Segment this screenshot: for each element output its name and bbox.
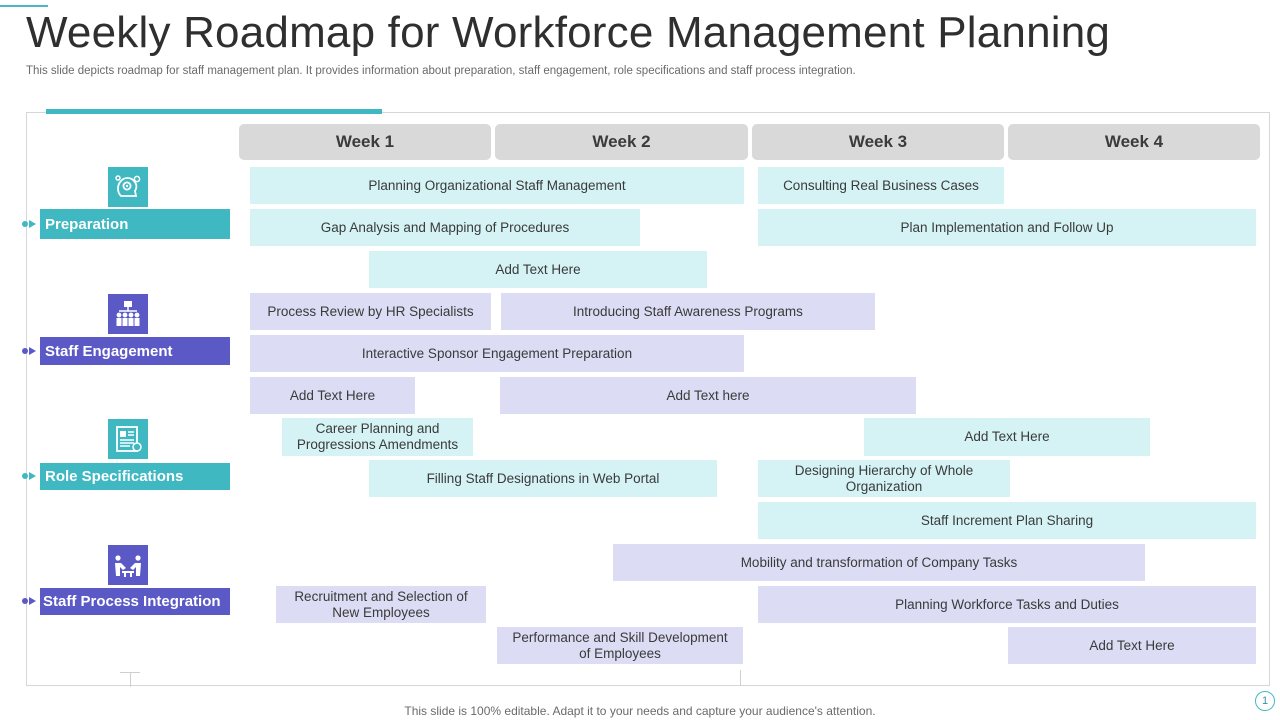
task-bar: Staff Increment Plan Sharing bbox=[758, 502, 1256, 539]
task-bar: Introducing Staff Awareness Programs bbox=[501, 293, 875, 330]
task-bar: Mobility and transformation of Company T… bbox=[613, 544, 1145, 581]
week-header-3: Week 3 bbox=[752, 124, 1004, 160]
category-label-staff-process-integration: Staff Process Integration bbox=[40, 588, 230, 615]
handshake-meeting-icon bbox=[108, 545, 148, 585]
task-bar: Filling Staff Designations in Web Portal bbox=[369, 460, 717, 497]
page-title: Weekly Roadmap for Workforce Management … bbox=[26, 8, 1111, 57]
task-bar: Add Text Here bbox=[864, 418, 1150, 456]
task-bar: Gap Analysis and Mapping of Procedures bbox=[250, 209, 640, 246]
document-report-icon bbox=[108, 419, 148, 459]
frame-bottom-tick bbox=[740, 670, 741, 686]
task-bar: Consulting Real Business Cases bbox=[758, 167, 1004, 204]
category-label-staff-engagement: Staff Engagement bbox=[40, 337, 230, 365]
category-marker-role-specifications bbox=[22, 472, 40, 480]
task-bar: Career Planning and Progressions Amendme… bbox=[282, 418, 473, 456]
page-subtitle: This slide depicts roadmap for staff man… bbox=[26, 65, 856, 77]
frame-accent-bar bbox=[46, 109, 382, 114]
task-bar: Add Text Here bbox=[250, 377, 415, 414]
footer-note: This slide is 100% editable. Adapt it to… bbox=[404, 704, 876, 718]
week-header-2: Week 2 bbox=[495, 124, 748, 160]
brain-gears-icon bbox=[108, 167, 148, 207]
task-bar: Process Review by HR Specialists bbox=[250, 293, 491, 330]
task-bar: Plan Implementation and Follow Up bbox=[758, 209, 1256, 246]
page-number: 1 bbox=[1255, 691, 1275, 711]
category-label-role-specifications: Role Specifications bbox=[40, 463, 230, 490]
category-marker-staff-process-integration bbox=[22, 597, 40, 605]
roadmap-frame bbox=[26, 112, 1270, 686]
category-marker-staff-engagement bbox=[22, 347, 40, 355]
task-bar: Recruitment and Selection of New Employe… bbox=[276, 586, 486, 623]
task-bar: Planning Organizational Staff Management bbox=[250, 167, 744, 204]
task-bar: Performance and Skill Development of Emp… bbox=[497, 627, 743, 664]
category-marker-preparation bbox=[22, 220, 40, 228]
frame-foot-mark bbox=[120, 672, 140, 687]
task-bar: Interactive Sponsor Engagement Preparati… bbox=[250, 335, 744, 372]
top-accent-line bbox=[0, 5, 48, 7]
team-hierarchy-icon bbox=[108, 294, 148, 334]
week-header-4: Week 4 bbox=[1008, 124, 1260, 160]
task-bar: Designing Hierarchy of Whole Organizatio… bbox=[758, 460, 1010, 497]
week-header-1: Week 1 bbox=[239, 124, 491, 160]
task-bar: Add Text Here bbox=[369, 251, 707, 288]
task-bar: Planning Workforce Tasks and Duties bbox=[758, 586, 1256, 623]
task-bar: Add Text here bbox=[500, 377, 916, 414]
category-label-preparation: Preparation bbox=[40, 209, 230, 239]
task-bar: Add Text Here bbox=[1008, 627, 1256, 664]
